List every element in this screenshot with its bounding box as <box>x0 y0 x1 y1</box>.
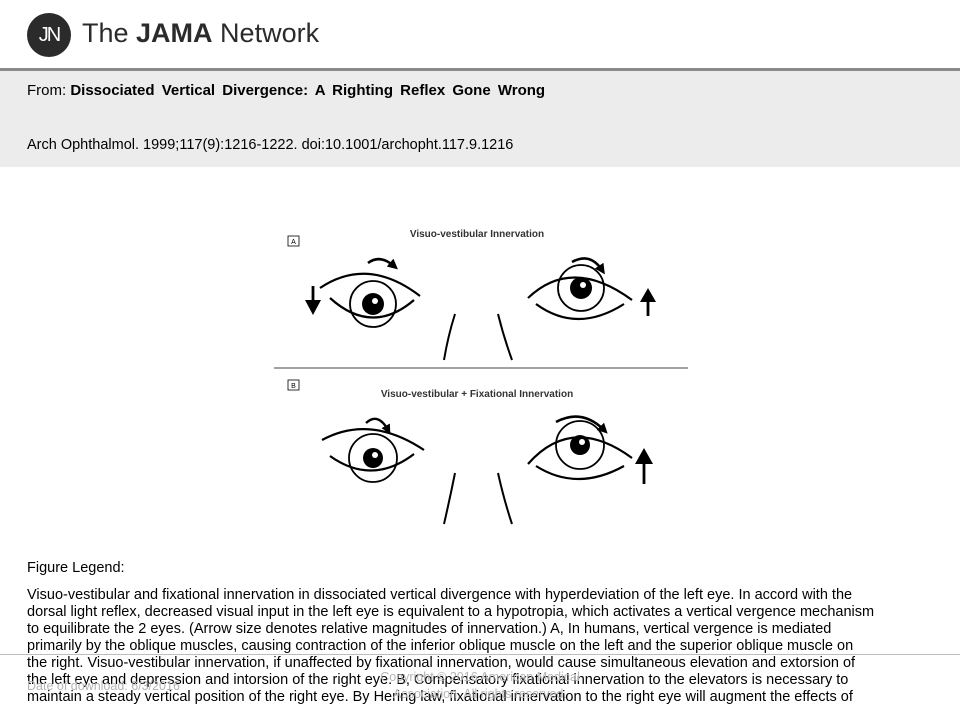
panel-a: A Visuo-vestibular Innervation <box>287 229 656 361</box>
nose-b <box>443 472 513 525</box>
figure-legend-text: Visuo-vestibular and fixational innervat… <box>27 587 875 705</box>
jn-logo-badge[interactable]: JN <box>27 13 71 57</box>
article-info-band: From: Dissociated Vertical Divergence: A… <box>0 71 960 167</box>
figure-legend-title: Figure Legend: <box>27 560 125 576</box>
arrow-up-icon <box>635 448 653 484</box>
jama-network-logo[interactable]: The JAMA Network <box>82 18 319 49</box>
arrow-down-icon <box>305 286 321 315</box>
panel-a-title: Visuo-vestibular Innervation <box>410 229 544 240</box>
panel-a-label: A <box>291 239 296 246</box>
article-source: From: Dissociated Vertical Divergence: A… <box>27 82 545 99</box>
figure-illustration: A Visuo-vestibular Innervation <box>274 229 688 525</box>
brand-bold: JAMA <box>136 18 213 48</box>
article-citation: Arch Ophthalmol. 1999;117(9):1216-1222. … <box>27 137 514 153</box>
nose-a <box>443 313 513 361</box>
eye-right-a <box>527 257 633 320</box>
header: JN The JAMA Network <box>0 0 960 68</box>
header-divider <box>0 68 960 71</box>
article-title[interactable]: Dissociated Vertical Divergence: A Right… <box>70 82 546 99</box>
panel-a-box <box>287 235 300 247</box>
eye-right-b <box>527 415 633 481</box>
download-date: Date of download: 6/3/2016 <box>27 679 180 693</box>
panel-b-box <box>287 379 300 391</box>
footer-divider <box>0 654 960 655</box>
from-label: From: <box>27 82 67 99</box>
brand-suffix: Network <box>212 18 320 48</box>
copyright-notice: Copyright © 2016 American Medical Associ… <box>380 670 580 701</box>
eye-left-b <box>321 417 425 483</box>
brand-prefix: The <box>82 18 137 48</box>
panel-b-label: B <box>291 383 296 390</box>
arrow-up-icon <box>640 288 656 316</box>
panel-b: B Visuo-vestibular + Fixational Innervat… <box>287 379 653 525</box>
panel-b-title: Visuo-vestibular + Fixational Innervatio… <box>381 389 573 400</box>
eye-left-a <box>319 257 421 328</box>
